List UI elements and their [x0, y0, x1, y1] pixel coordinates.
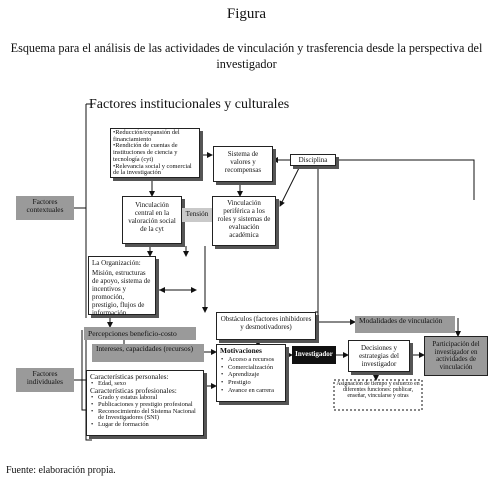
contextual-factors-label: Factores contextuales — [16, 196, 74, 220]
linkage-modes-label: Modalidades de vinculación — [355, 316, 455, 333]
bracket-line — [85, 103, 93, 318]
researcher-label: Investigador — [292, 346, 336, 364]
bracket-line-lower — [85, 330, 92, 441]
peripheral-linkage-box: Vinculación periférica a los roles y sis… — [212, 196, 276, 246]
professional-item: Reconocimiento del Sistema Nacional de I… — [91, 408, 200, 422]
motivations-title: Motivaciones — [220, 346, 262, 355]
obstacles-box: Obstáculos (factores inhibidores y desmo… — [216, 312, 316, 340]
financing-box: •Reducción/expansión del financiamiento … — [110, 128, 200, 178]
decisions-box: Decisiones y estrategias del investigado… — [348, 340, 410, 372]
financing-item: •Relevancia social y comercial de la inv… — [113, 162, 192, 177]
tension-label: Tensión — [182, 208, 212, 222]
cost-benefit-label: Percepciones beneficio-costo — [84, 327, 196, 340]
source-note: Fuente: elaboración propia. — [6, 465, 116, 476]
professional-title: Características profesionales: — [90, 386, 177, 396]
interests-label: Intereses, capacidades (recursos) — [92, 344, 204, 362]
motivation-item: Comercialización — [221, 364, 282, 372]
central-linkage-box: Vinculación central en la valoración soc… — [122, 196, 182, 244]
organization-title: La Organización: — [92, 259, 141, 267]
motivation-item: Acceso a recursos — [221, 356, 282, 364]
section-label: Factores institucionales y culturales — [89, 97, 290, 112]
figure-title: Esquema para el análisis de las activida… — [10, 41, 483, 72]
professional-item: Grado y estatus laboral — [91, 395, 200, 402]
individual-factors-label: Factores individuales — [16, 368, 74, 392]
professional-item: Publicaciones y prestigio profesional — [91, 401, 200, 409]
time-allocation-note: Asignación de tiempo y esfuerzo en difer… — [336, 381, 420, 400]
personal-title: Características personales: — [90, 372, 169, 381]
personal-item: Edad, sexo — [91, 380, 200, 388]
characteristics-box: Características personales: Edad, sexo C… — [86, 370, 204, 436]
organization-box: La Organización: Misión, estructuras de … — [88, 256, 156, 318]
motivations-box: Motivaciones Acceso a recursos Comercial… — [216, 344, 286, 402]
financing-item: •Rendición de cuentas de instituciones d… — [113, 142, 178, 163]
discipline-box: Disciplina — [290, 154, 336, 166]
financing-item: •Reducción/expansión del financiamiento — [113, 129, 180, 143]
participation-box: Participación del investigador en activi… — [424, 336, 488, 376]
motivation-item: Prestigio — [221, 379, 282, 387]
organization-body: Misión, estructuras de apoyo, sistema de… — [92, 269, 151, 318]
figure-label: Figura — [226, 6, 267, 22]
motivation-item: Avance en carrera — [221, 387, 282, 395]
professional-item: Lugar de formación — [91, 421, 200, 429]
motivation-item: Aprendizaje — [221, 371, 282, 379]
values-system-box: Sistema de valores y recompensas — [213, 146, 273, 182]
